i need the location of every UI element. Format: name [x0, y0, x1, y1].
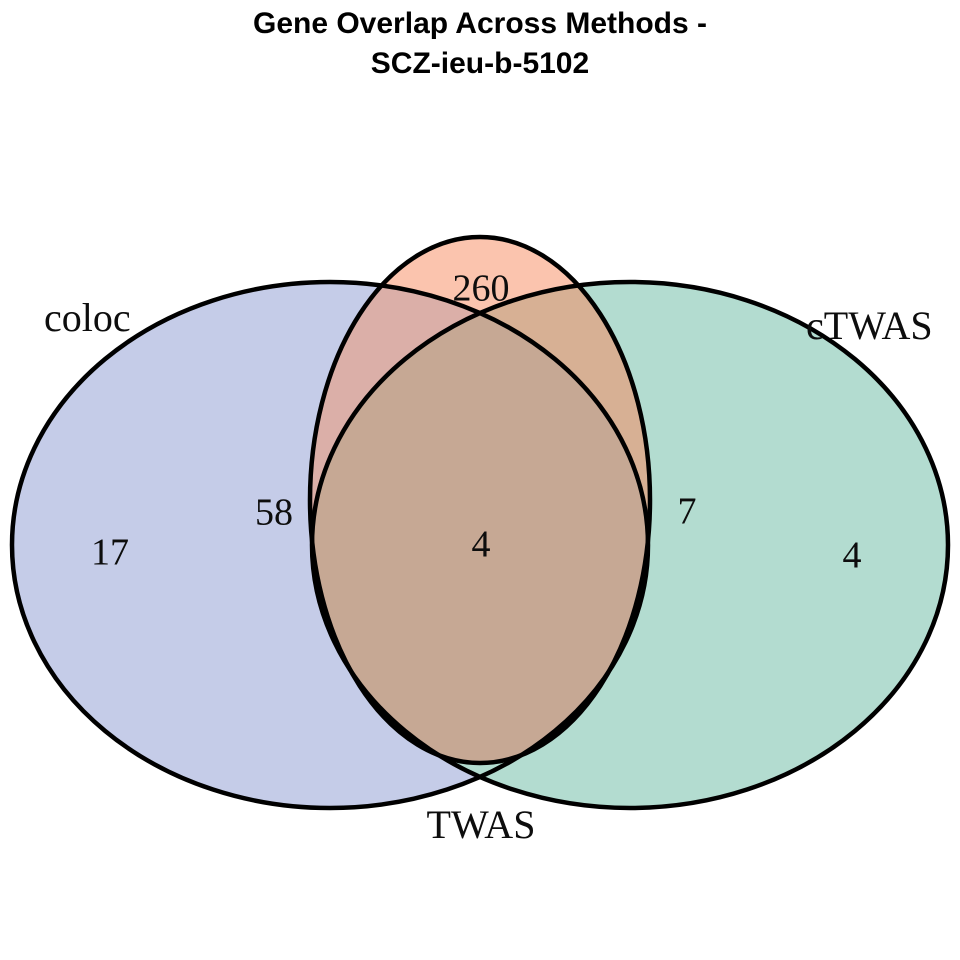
page-title: Gene Overlap Across Methods - SCZ-ieu-b-5… — [0, 4, 960, 84]
count-coloc-twas: 58 — [255, 492, 293, 534]
venn-set-labels: coloc cTWAS TWAS — [44, 295, 933, 847]
count-triple: 4 — [472, 524, 491, 566]
count-twas-ctwas: 7 — [678, 491, 697, 533]
count-ctwas-only: 4 — [843, 535, 862, 577]
ellipse-twas[interactable] — [307, 234, 653, 766]
venn-outlines — [9, 234, 951, 811]
count-twas-only: 260 — [453, 268, 510, 310]
set-label-ctwas: cTWAS — [806, 303, 933, 348]
set-label-twas: TWAS — [427, 802, 536, 847]
title-line-2: SCZ-ieu-b-5102 — [370, 47, 590, 80]
venn-region-counts: 17 58 260 4 7 4 — [91, 268, 862, 577]
title-line-1: Gene Overlap Across Methods - — [252, 7, 707, 40]
count-coloc-only: 17 — [91, 532, 129, 574]
set-label-coloc: coloc — [44, 295, 131, 340]
